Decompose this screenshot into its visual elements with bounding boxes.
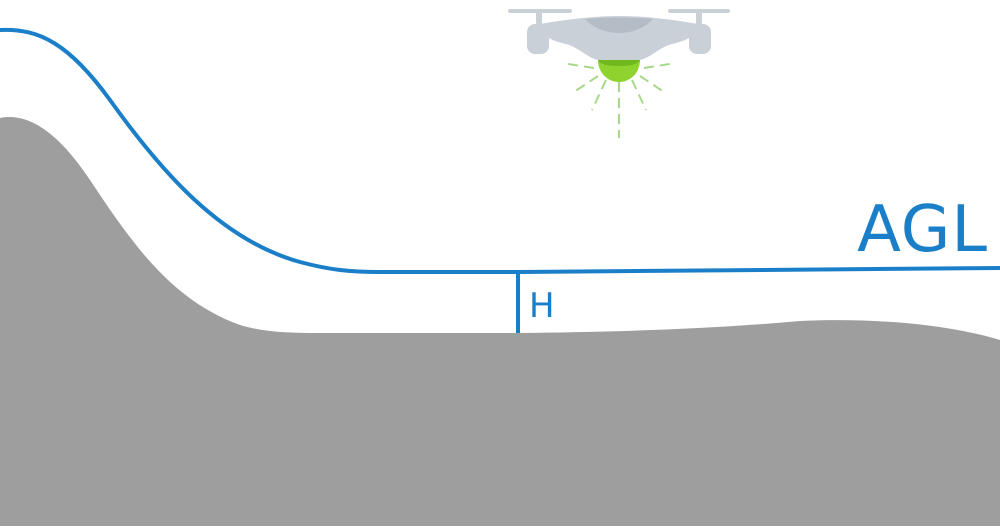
agl-label: AGL [857,193,988,267]
drone-icon [508,9,730,82]
sensor-rays [567,63,671,138]
height-label: H [529,286,555,326]
sensor-light-icon [598,60,640,82]
ground-terrain [0,117,1000,526]
flight-path-line [0,27,1000,274]
